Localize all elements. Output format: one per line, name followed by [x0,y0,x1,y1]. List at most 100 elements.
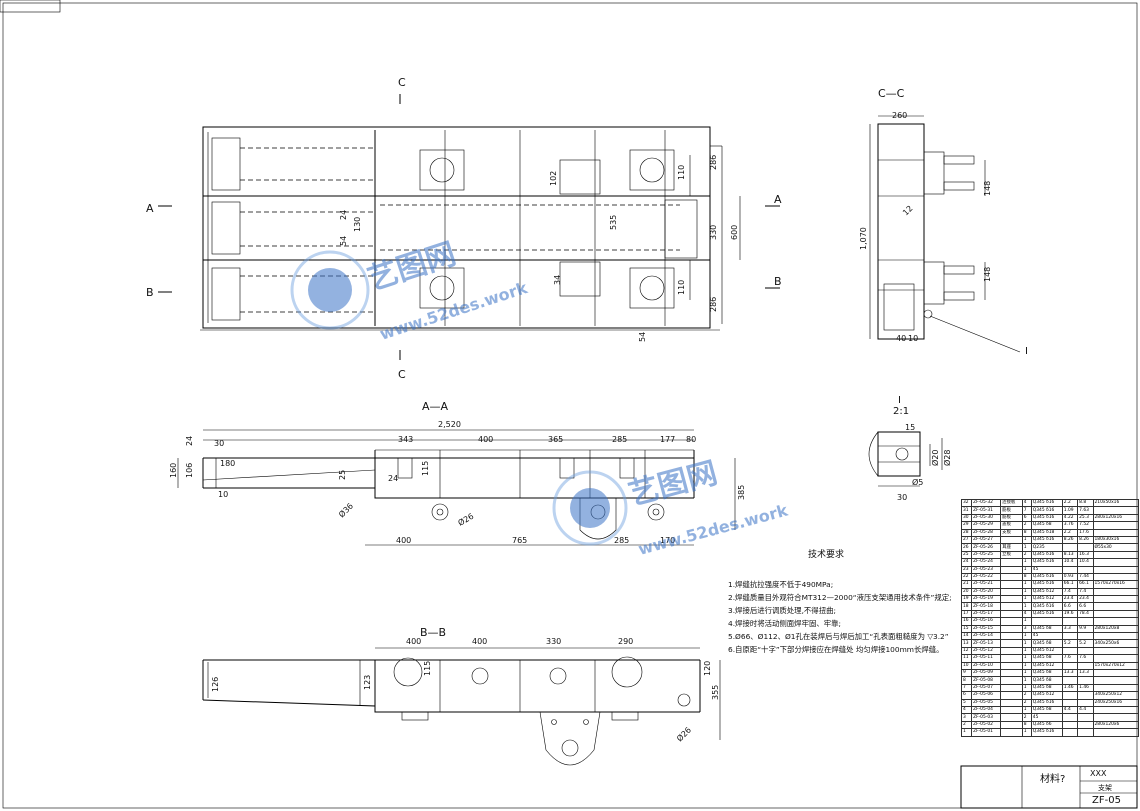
dim-aa-25: 25 [338,470,347,480]
bom-cell: 24 [960,558,973,567]
bom-cell: 2 [960,720,973,730]
bom-cell: 6.6 [1061,602,1079,611]
title-material: 材料? [1040,774,1066,785]
bom-cell: 连接板 [1000,498,1023,508]
bom-cell: 5.2 [1077,639,1094,648]
bom-cell: 8 [1021,572,1032,582]
bom-cell: ZF-05-24 [971,558,1002,567]
bom-cell: Q345 δ8 [1030,676,1063,685]
bom-cell [1000,728,1023,737]
bom-cell: ZF-05-23 [971,565,1002,574]
watermark-url-right: www.52des.work [636,501,790,559]
bom-cell: ZF-05-19 [971,595,1002,604]
section-b-label-left: B [146,286,154,299]
dim-plan-286-bottom: 286 [709,297,718,312]
dim-bb-126: 126 [211,677,220,692]
bom-cell: 66.1 [1077,580,1094,589]
bom-cell: 8.26 [1077,535,1094,545]
bom-cell: Q345 δ16 [1030,580,1063,589]
dim-detail-20: Ø20 [930,450,940,466]
bom-cell: Q345 δ16 [1030,602,1063,611]
bom-cell [1077,691,1094,700]
bom-cell: 31 [960,506,973,515]
bom-cell: 9.9 [1077,624,1094,634]
bom-cell: 1 [1021,639,1032,648]
dim-plan-54-right: 54 [638,332,647,342]
bom-cell [1092,646,1139,656]
bom-cell [1092,572,1139,582]
bom-cell: 1 [1021,668,1032,678]
bom-cell [1077,543,1094,552]
dim-detail-28: Ø28 [942,450,952,466]
bom-cell: 2 [1021,521,1032,530]
title-drawing-number: ZF-05 [1092,795,1121,806]
bom-cell: ZF-05-26 [971,543,1002,552]
bom-cell [1000,698,1023,707]
bom-cell: ZF-05-28 [971,528,1002,537]
bom-cell [1077,728,1094,737]
bom-cell: 筋板 [1000,513,1023,523]
bom-cell: 25.3 [1077,513,1094,523]
bom-cell: 10.4 [1077,558,1094,567]
bom-cell: 8 [1021,528,1032,537]
bom-cell: 1 [1021,646,1032,656]
bom-cell: 8.26 [1061,535,1079,545]
bom-cell: 盖板 [1000,521,1023,530]
bom-cell [1092,617,1139,626]
bom-cell: 9 [960,668,973,678]
detail-i-title: I [898,395,901,406]
bom-cell: 1 [1021,543,1032,552]
bom-cell: 1 [1021,595,1032,604]
bom-cell: 19.6 [1061,609,1079,619]
bom-cell: 11 [960,654,973,663]
bom-cell: 29 [960,521,973,530]
dim-cc-40: 40 [896,334,906,343]
bom-cell: 1 [1021,535,1032,545]
bom-cell: 1.46 [1077,683,1094,693]
bom-cell [1077,632,1094,641]
bom-cell: 210x50x16 [1092,498,1139,508]
bom-cell: 13.3 [1077,668,1094,678]
bom-cell: 280x120x8 [1092,624,1139,634]
dim-detail-30: 30 [897,493,907,502]
bom-cell: ZF-05-09 [971,668,1002,678]
dim-plan-130: 130 [353,217,362,232]
bom-cell: 1 [1021,728,1032,737]
section-cc-view [869,115,1021,353]
dim-aa-343: 343 [398,435,413,444]
bom-cell [1000,587,1023,597]
bom-cell: ZF-05-31 [971,506,1002,515]
bom-cell: 7 [960,683,973,693]
bom-cell: 7.4 [1061,587,1079,597]
bom-cell: Q345 δ8 [1030,654,1063,663]
bom-cell: 1 [1021,676,1032,685]
bom-cell [1077,617,1094,626]
bom-cell: 1.46 [1061,683,1079,693]
bom-cell [1000,646,1023,656]
bom-cell: 4.22 [1061,513,1079,523]
bom-cell: 3 [960,713,973,722]
view-bb-label: B—B [420,626,446,639]
bom-cell [1061,632,1079,641]
dim-bb-400b: 400 [472,637,487,646]
bom-cell: 21 [960,580,973,589]
bom-cell: 4 [1021,609,1032,619]
bom-cell [1061,676,1079,685]
bom-cell: 筋板 [1000,506,1023,515]
view-cc-label: C—C [878,87,905,100]
bom-cell: 280x120x6 [1092,720,1139,730]
bom-cell: 1570x270x16 [1092,580,1139,589]
bom-cell: 8 [1021,720,1032,730]
bom-cell [1000,609,1023,619]
bom-cell [1092,528,1139,537]
dim-aa-b285: 285 [614,536,629,545]
bom-cell [1000,617,1023,626]
bom-cell [1000,624,1023,634]
dim-cc-12: 12 [901,204,915,218]
